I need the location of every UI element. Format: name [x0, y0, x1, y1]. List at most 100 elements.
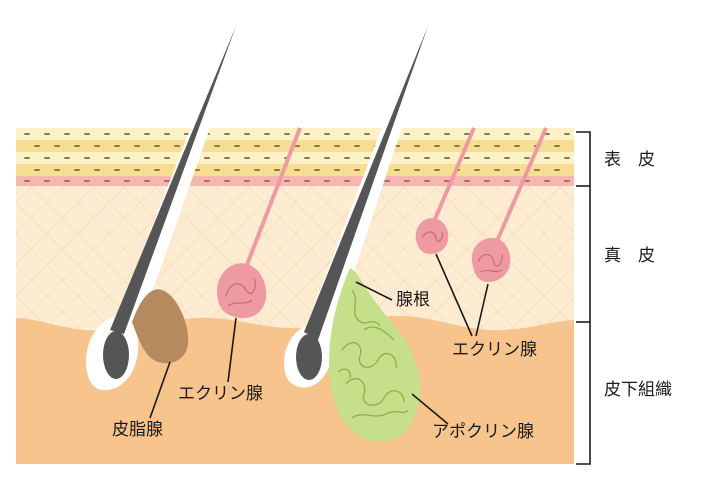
epidermis-cell — [124, 133, 130, 135]
epidermis-cell — [304, 180, 310, 182]
epidermis-cell — [254, 145, 260, 147]
epidermis-cell — [434, 145, 440, 147]
epidermis-cell — [284, 180, 290, 182]
label-sebaceous-gland: 皮脂腺 — [112, 420, 163, 440]
epidermis-cell — [214, 145, 220, 147]
epidermis-cell — [84, 180, 90, 182]
sebaceous-gland — [132, 289, 189, 364]
epidermis-cell — [344, 157, 350, 159]
epidermis-cell — [164, 180, 170, 182]
epidermis-cell — [334, 145, 340, 147]
epidermis-cell — [444, 133, 450, 135]
label-apocrine-gland: アポクリン腺 — [432, 422, 534, 442]
label-dermis: 真 皮 — [604, 246, 655, 266]
epidermis-cell — [464, 180, 470, 182]
epidermis-cell — [54, 169, 60, 171]
epidermis-cell — [44, 133, 50, 135]
epidermis-cell — [114, 169, 120, 171]
epidermis-cell — [204, 180, 210, 182]
epidermis-cell — [264, 180, 270, 182]
leader-lines — [149, 253, 489, 425]
epidermis-cell — [314, 145, 320, 147]
layer-bracket — [576, 131, 591, 465]
epidermis-cell — [64, 180, 70, 182]
epidermis-cell — [304, 133, 310, 135]
epidermis-cell — [444, 180, 450, 182]
epidermis-cell — [74, 145, 80, 147]
epidermis-cell — [424, 180, 430, 182]
epidermis-cell — [564, 180, 570, 182]
eccrine-gland-left — [216, 127, 302, 318]
epidermis-cell — [214, 169, 220, 171]
epidermis-cell — [364, 133, 370, 135]
epidermis-cell — [84, 157, 90, 159]
epidermis-cell — [544, 180, 550, 182]
epidermis-cell — [344, 133, 350, 135]
epidermis-cell — [354, 145, 360, 147]
epidermis-cell — [24, 180, 30, 182]
epidermis-cell — [224, 180, 230, 182]
epidermis-cell — [254, 169, 260, 171]
label-epidermis: 表 皮 — [604, 150, 655, 170]
epidermis-cell — [94, 145, 100, 147]
epidermis-cell — [554, 145, 560, 147]
hair-left — [85, 21, 245, 391]
epidermis-cell — [154, 169, 160, 171]
epidermis-cell — [84, 133, 90, 135]
epidermis-cell — [34, 169, 40, 171]
epidermis-cell — [424, 157, 430, 159]
epidermis-cell — [484, 180, 490, 182]
epidermis-cell — [334, 169, 340, 171]
epidermis-cell — [64, 133, 70, 135]
epidermis-layer — [16, 128, 574, 186]
epidermis-cell — [224, 157, 230, 159]
epidermis-cell — [264, 133, 270, 135]
label-subcutaneous: 皮下組織 — [604, 380, 672, 400]
epidermis-cell — [224, 133, 230, 135]
epidermis-cell — [564, 157, 570, 159]
epidermis-cell — [104, 180, 110, 182]
epidermis-cell — [354, 169, 360, 171]
epidermis-cell — [324, 157, 330, 159]
epidermis-cell — [304, 157, 310, 159]
epidermis-cell — [324, 133, 330, 135]
epidermis-cell — [94, 169, 100, 171]
hair-middle — [284, 21, 435, 388]
epidermis-cell — [344, 180, 350, 182]
epidermis-cell — [404, 157, 410, 159]
epidermis-cell — [414, 169, 420, 171]
apocrine-gland — [329, 268, 420, 442]
epidermis-cell — [494, 169, 500, 171]
epidermis-cell — [554, 169, 560, 171]
epidermis-cell — [474, 145, 480, 147]
epidermis-cell — [314, 169, 320, 171]
epidermis-cell — [134, 169, 140, 171]
epidermis-cell — [144, 157, 150, 159]
epidermis-cell — [504, 133, 510, 135]
epidermis-cell — [124, 157, 130, 159]
epidermis-cell — [154, 145, 160, 147]
epidermis-cell — [64, 157, 70, 159]
epidermis-cell — [274, 169, 280, 171]
epidermis-cell — [524, 157, 530, 159]
epidermis-cell — [404, 180, 410, 182]
epidermis-cell — [104, 133, 110, 135]
epidermis-cell — [564, 133, 570, 135]
epidermis-cell — [264, 157, 270, 159]
epidermis-cell — [404, 133, 410, 135]
epidermis-cell — [484, 133, 490, 135]
label-hair-root: 腺根 — [396, 290, 430, 310]
epidermis-cell — [524, 180, 530, 182]
epidermis-cell — [244, 157, 250, 159]
epidermis-cell — [164, 157, 170, 159]
label-eccrine-gland-left: エクリン腺 — [178, 384, 263, 404]
epidermis-cell — [434, 169, 440, 171]
epidermis-cell — [504, 157, 510, 159]
epidermis-cell — [384, 180, 390, 182]
epidermis-cell — [124, 180, 130, 182]
epidermis-cell — [234, 169, 240, 171]
epidermis-cell — [414, 145, 420, 147]
epidermis-cell — [34, 145, 40, 147]
epidermis-cell — [474, 169, 480, 171]
